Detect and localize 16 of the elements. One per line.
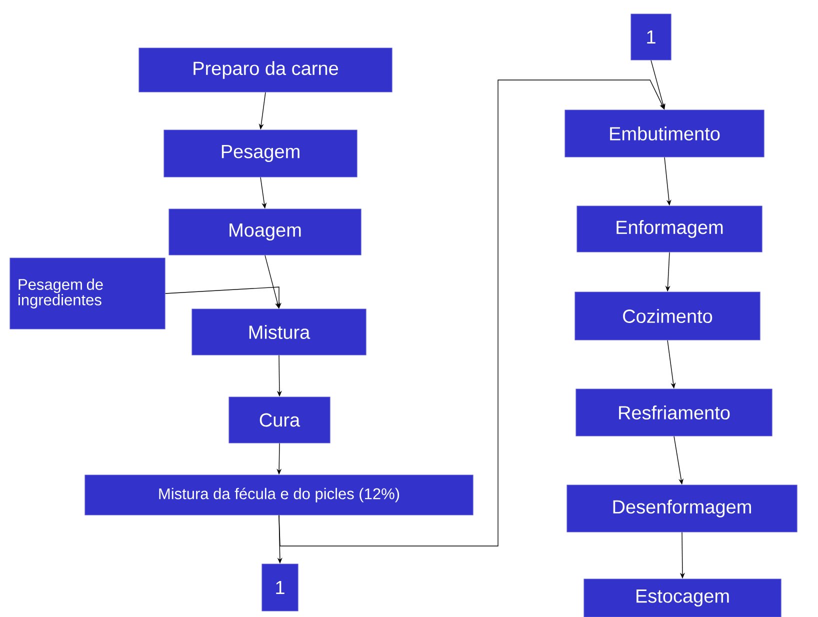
arrow	[278, 80, 664, 546]
process-box: Desenformagem	[566, 484, 798, 532]
process-box: 1	[630, 14, 672, 60]
process-box: Moagem	[168, 208, 362, 256]
process-box: Embutimento	[564, 110, 764, 158]
process-box: Resfriamento	[576, 388, 772, 436]
process-box: Cozimento	[574, 292, 760, 340]
process-box: Pesagem de ingredientes	[10, 258, 166, 330]
process-box: Cura	[228, 396, 330, 444]
process-box: Enformagem	[576, 206, 762, 252]
process-box: Pesagem	[164, 130, 358, 178]
process-box: Mistura da fécula e do picles (12%)	[84, 474, 474, 516]
process-box: 1	[262, 564, 298, 612]
process-box: Estocagem	[584, 578, 782, 617]
process-box: Preparo da carne	[138, 48, 392, 92]
process-box: Mistura	[192, 308, 366, 356]
